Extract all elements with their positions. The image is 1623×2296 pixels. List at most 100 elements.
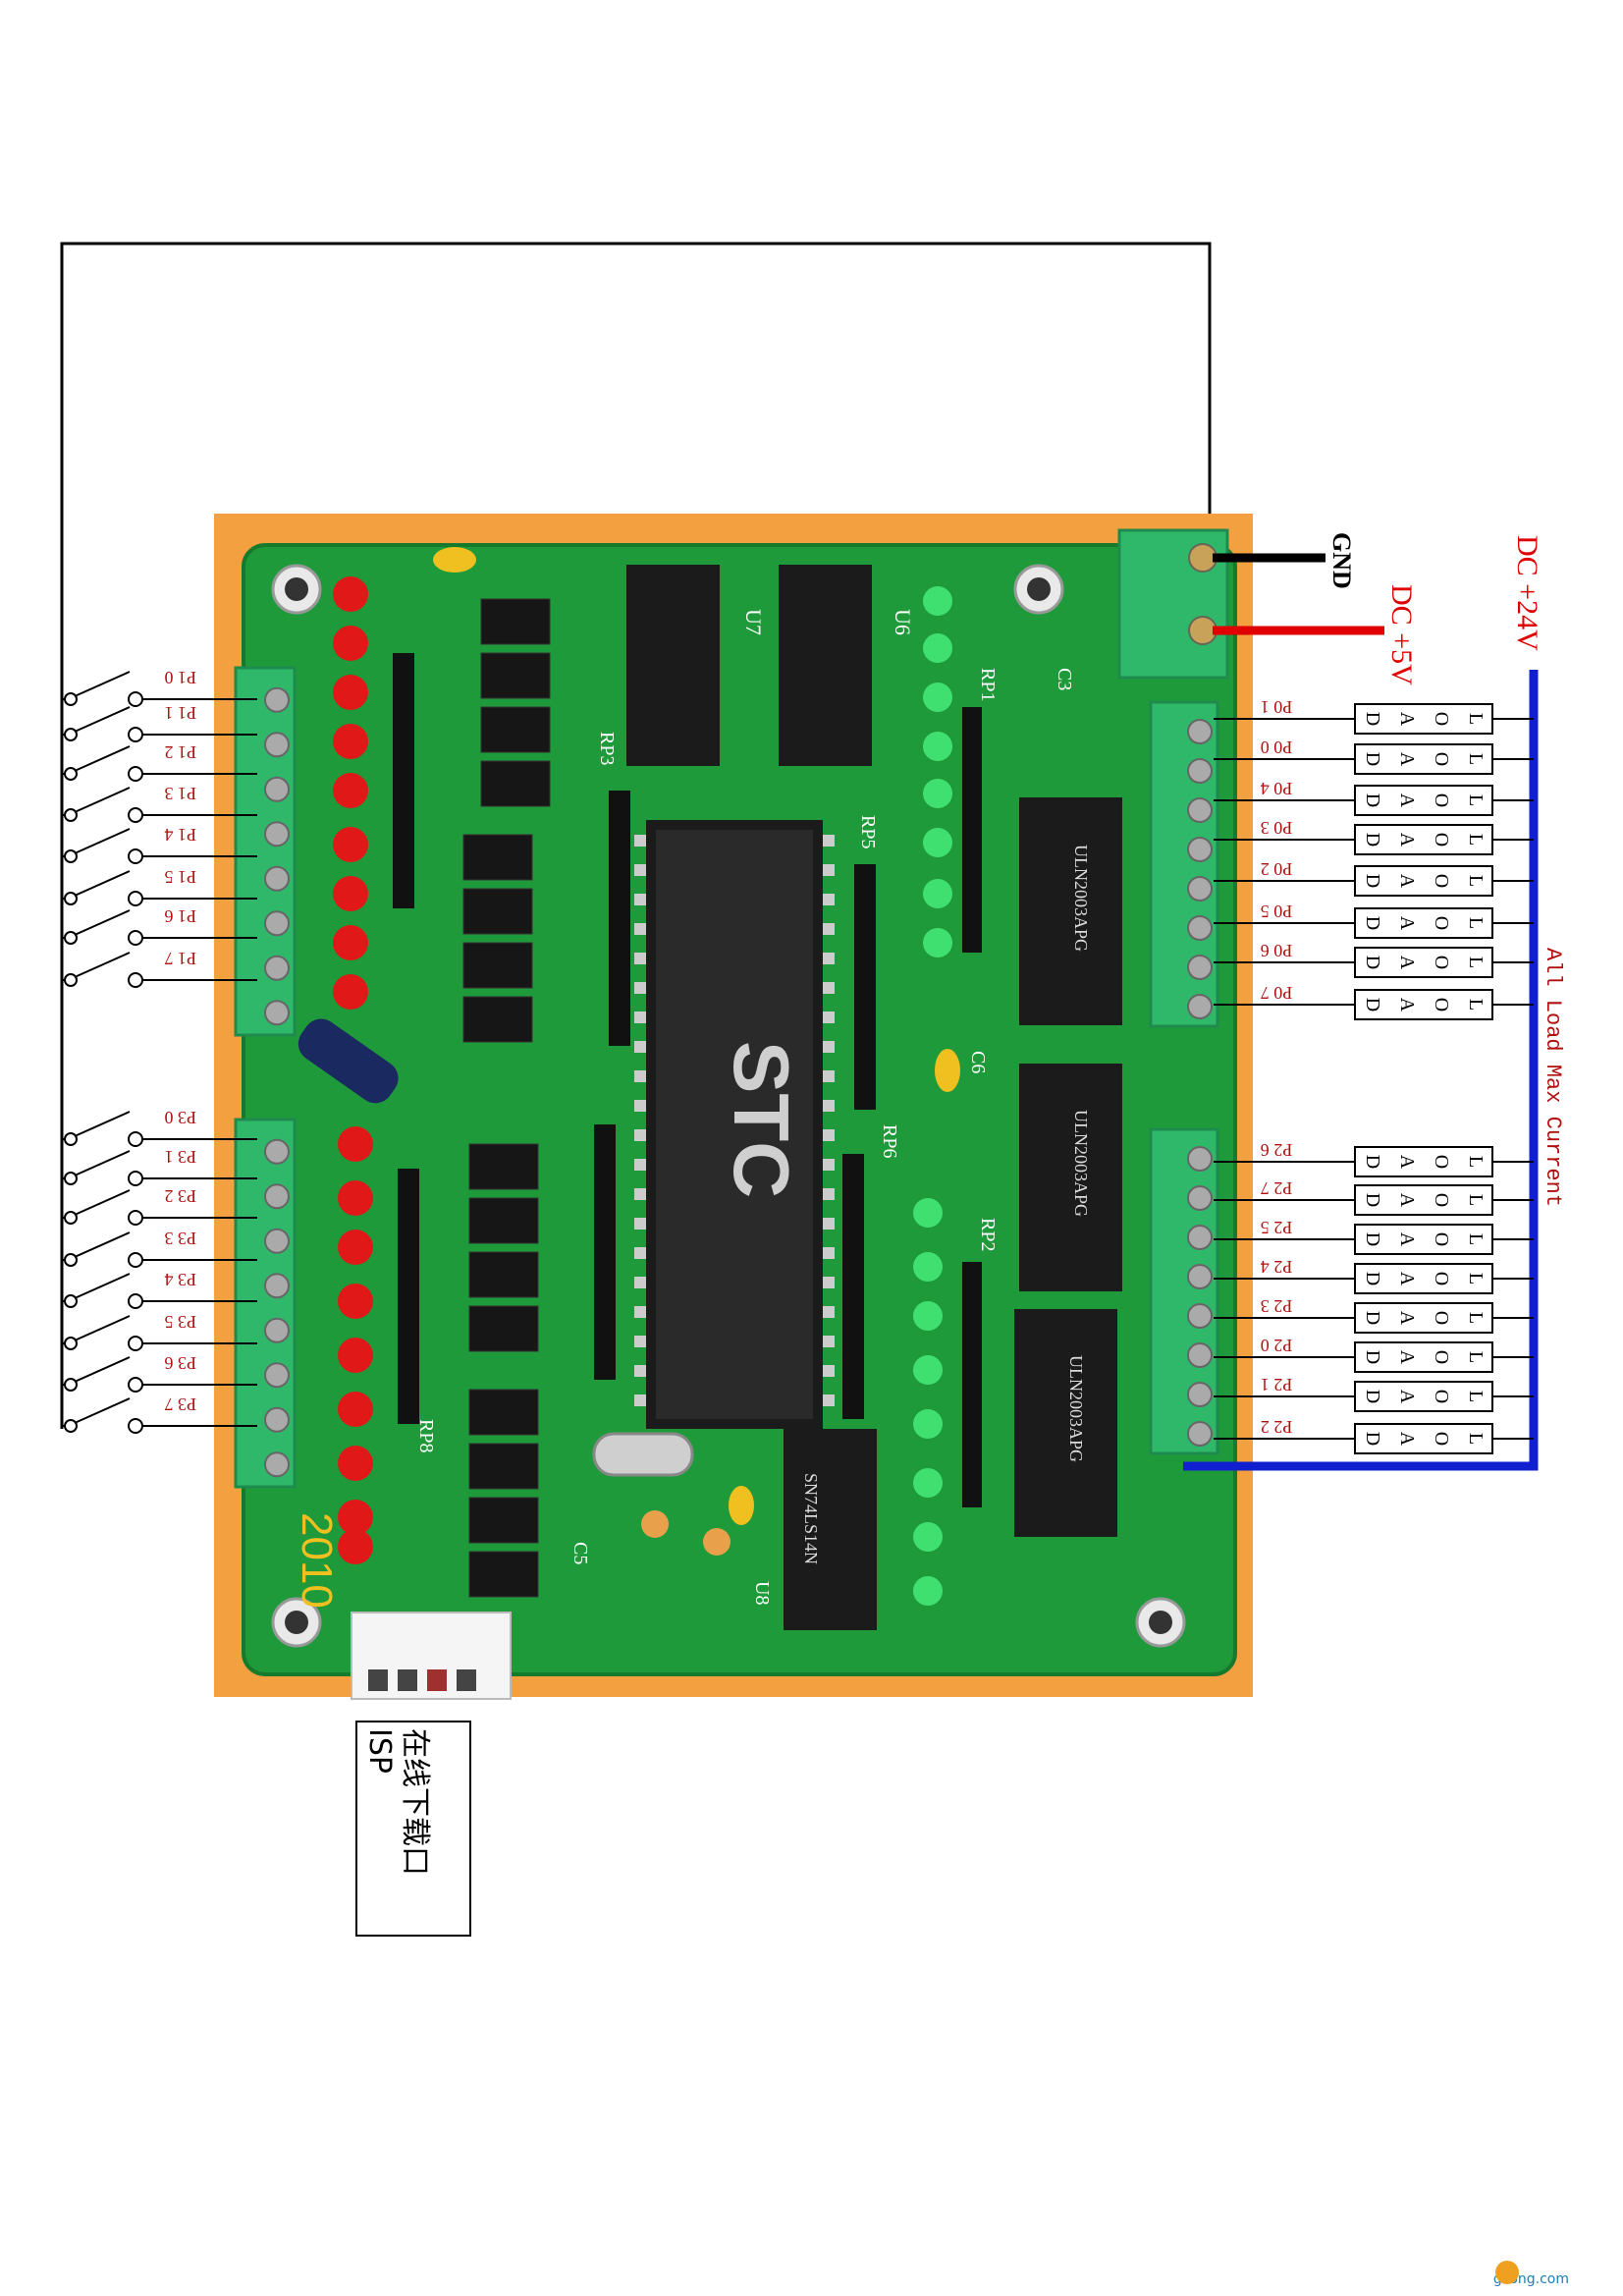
load-letter: O: [1431, 752, 1452, 766]
led-red: [338, 1126, 373, 1162]
uln-drivers: ULN2003APG ULN2003APG ULN2003APG: [1014, 797, 1122, 1537]
load-letter: D: [1362, 1311, 1383, 1325]
load-letter: D: [1362, 874, 1383, 888]
load-letter: L: [1465, 1194, 1487, 1206]
svg-text:ULN2003APG: ULN2003APG: [1071, 1110, 1091, 1217]
led-red: [338, 1446, 373, 1481]
load-letter: O: [1431, 1432, 1452, 1446]
svg-text:U7: U7: [741, 609, 766, 635]
load-note: All Load Max Current: [1541, 948, 1565, 1207]
input-switch: P3 0: [62, 1108, 257, 1147]
svg-text:ULN2003APG: ULN2003APG: [1066, 1355, 1086, 1462]
output-label: P0 6: [1261, 941, 1293, 960]
load-letter: A: [1396, 752, 1418, 767]
led-green: [923, 828, 952, 857]
svg-text:C5: C5: [569, 1542, 591, 1564]
led-red: [333, 773, 368, 808]
svg-text:ULN2003APG: ULN2003APG: [1071, 845, 1091, 952]
load-letter: A: [1396, 833, 1418, 847]
load-letter: A: [1396, 874, 1418, 889]
load-letter: A: [1396, 916, 1418, 931]
svg-text:C6: C6: [967, 1051, 989, 1073]
input-label: P1 0: [164, 668, 196, 687]
input-label: P3 6: [164, 1353, 196, 1373]
resistor-packs: RP1 RP2 RP3 RP5 RP6 RP8: [393, 653, 999, 1507]
svg-text:RP8: RP8: [415, 1419, 437, 1452]
load-letter: A: [1396, 1350, 1418, 1365]
load-letter: A: [1396, 998, 1418, 1012]
led-green: [913, 1301, 943, 1331]
svg-text:RP5: RP5: [857, 815, 879, 848]
led-red: [333, 827, 368, 862]
input-switch: P1 6: [62, 906, 257, 946]
load-letter: L: [1465, 1391, 1487, 1402]
ic-u6: U6: [779, 565, 915, 766]
input-label: P1 6: [164, 906, 196, 926]
load-letter: O: [1431, 1390, 1452, 1403]
dc5-label: DC +5V: [1385, 584, 1418, 685]
input-label: P1 1: [164, 703, 196, 723]
output-label: P2 0: [1261, 1336, 1293, 1355]
load-letter: D: [1362, 712, 1383, 726]
led-red: [333, 876, 368, 911]
isp-label-en: ISP: [362, 1728, 397, 1774]
load-letter: L: [1465, 753, 1487, 765]
load-letter: A: [1396, 1311, 1418, 1326]
led-green: [923, 928, 952, 957]
svg-text:C3: C3: [1054, 668, 1075, 690]
output-label: P0 4: [1261, 779, 1293, 798]
load-letter: O: [1431, 1311, 1452, 1325]
input-label: P3 3: [164, 1229, 196, 1248]
input-switch: P1 2: [62, 742, 257, 782]
output-label: P2 1: [1261, 1375, 1293, 1394]
load-letter: D: [1362, 998, 1383, 1011]
led-green: [923, 879, 952, 908]
input-label: P3 2: [164, 1186, 196, 1206]
optocouplers: [462, 598, 551, 1598]
load-letter: L: [1465, 1433, 1487, 1445]
load-letter: L: [1465, 1156, 1487, 1168]
led-green: [923, 779, 952, 808]
chip-brand-label: STC: [718, 1041, 805, 1198]
isp-header: [351, 1612, 512, 1700]
load-letter: A: [1396, 956, 1418, 970]
input-label: P3 4: [164, 1270, 196, 1289]
svg-text:RP6: RP6: [879, 1124, 900, 1158]
output-label: P2 2: [1261, 1417, 1293, 1437]
led-red: [333, 724, 368, 759]
load-letter: O: [1431, 793, 1452, 807]
input-switch: P1 1: [62, 703, 257, 742]
svg-text:U6: U6: [891, 609, 915, 635]
output-label: P0 7: [1261, 983, 1293, 1003]
led-green: [913, 1198, 943, 1228]
input-label: P1 5: [164, 867, 196, 887]
input-label: P1 4: [164, 825, 196, 845]
load-letter: L: [1465, 1312, 1487, 1324]
isp-box: [355, 1721, 471, 1937]
mounting-holes: [271, 564, 1186, 1648]
output-label: P2 6: [1261, 1140, 1293, 1160]
load-letter: D: [1362, 833, 1383, 847]
svg-text:SN74LS14N: SN74LS14N: [801, 1473, 821, 1564]
led-green: [923, 633, 952, 663]
capacitors: C3 C6 C5: [298, 547, 1075, 1564]
input-switch: P1 0: [62, 668, 257, 707]
input-label: P1 7: [164, 949, 196, 968]
led-green: [913, 1468, 943, 1498]
load-letter: D: [1362, 916, 1383, 930]
input-switch: P3 5: [62, 1312, 257, 1351]
load-letter: A: [1396, 712, 1418, 727]
load-letter: O: [1431, 712, 1452, 726]
ic-u8: SN74LS14N U8: [751, 1429, 877, 1630]
load-letter: L: [1465, 1273, 1487, 1285]
load-letter: L: [1465, 834, 1487, 846]
